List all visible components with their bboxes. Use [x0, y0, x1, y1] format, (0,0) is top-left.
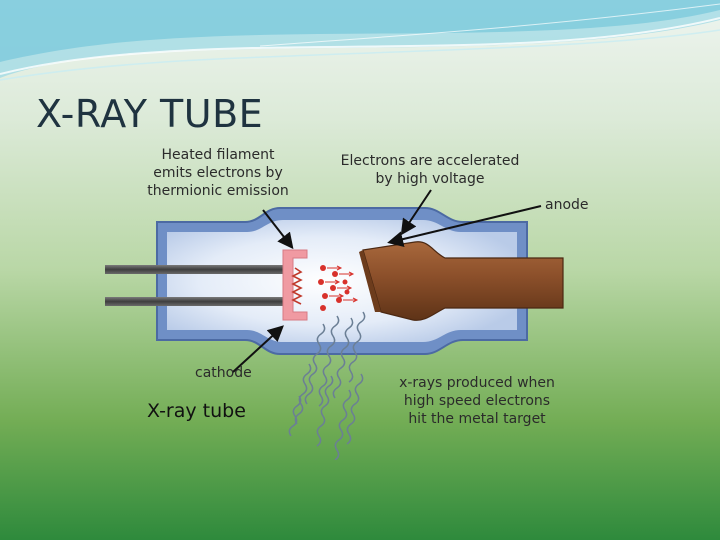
- tube-illustration: [105, 189, 564, 461]
- anode-face: [359, 250, 381, 312]
- label-heated-filament: Heated filament emits electrons by therm…: [147, 147, 289, 199]
- arrow-accelerate: [400, 189, 432, 236]
- arrow-filament: [262, 209, 294, 250]
- caption-xray-tube: X-ray tube: [147, 400, 246, 422]
- arrow-cathode: [232, 325, 284, 373]
- label-anode: anode: [545, 197, 589, 213]
- cathode-wire-bottom: [105, 297, 290, 306]
- label-electrons-accelerated: Electrons are accelerated by high voltag…: [340, 153, 520, 187]
- xray-tube-diagram: Heated filament emits electrons by therm…: [95, 140, 630, 461]
- cathode-wire-top: [105, 265, 290, 274]
- header-wave-decoration: [0, 0, 720, 81]
- electron-beam: [318, 265, 350, 311]
- slide-title: X-RAY TUBE: [36, 92, 264, 136]
- anode-target: [362, 241, 564, 321]
- label-cathode: cathode: [195, 365, 252, 381]
- label-xrays-produced: x-rays produced when high speed electron…: [399, 375, 555, 427]
- cathode-cup: [282, 249, 308, 321]
- arrow-anode: [387, 205, 542, 247]
- xray-waves: [288, 311, 366, 461]
- electron-arrows: [325, 265, 359, 303]
- filament-coil: [291, 267, 303, 305]
